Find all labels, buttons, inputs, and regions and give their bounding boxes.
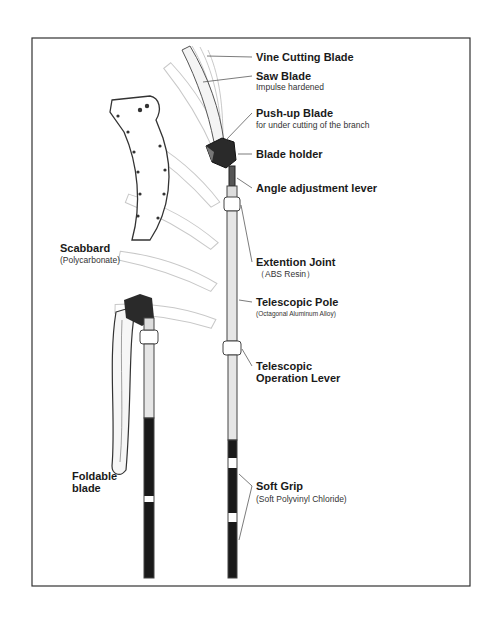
leader-lines (203, 56, 252, 540)
part-name: Foldable blade (72, 470, 130, 494)
part-name: Scabbard (60, 242, 110, 254)
part-name: Saw Blade (256, 70, 311, 82)
part-name: Extention Joint (256, 256, 335, 268)
telescopic-lever (223, 341, 241, 355)
part-name: Soft Grip (256, 480, 303, 492)
angle-lever (229, 166, 235, 186)
part-note: (Octagonal Aluminum Alloy) (256, 310, 336, 317)
part-note: (Soft Polyvinyl Chloride) (256, 495, 347, 504)
telescopic-pole (227, 211, 237, 341)
part-note: for under cutting of the branch (256, 121, 369, 130)
part-name: Vine Cutting Blade (256, 51, 354, 63)
extension-joint (224, 197, 240, 211)
part-note: Impulse hardened (256, 83, 324, 92)
part-name: Telescopic Pole (256, 296, 338, 308)
frame (32, 38, 470, 586)
saw-blade (182, 46, 224, 142)
part-name: Angle adjustment lever (256, 182, 377, 194)
part-note: （ABS Resin） (256, 270, 315, 279)
part-name: Blade holder (256, 148, 323, 160)
soft-grip (228, 440, 237, 578)
foldable-unit (112, 294, 158, 578)
part-note: (Polycarbonate) (60, 256, 120, 265)
push-up-blade (206, 146, 214, 162)
scabbard (110, 96, 169, 240)
part-name: Push-up Blade (256, 107, 333, 119)
blade-holder (206, 138, 236, 168)
part-name: Telescopic Operation Lever (256, 360, 356, 384)
